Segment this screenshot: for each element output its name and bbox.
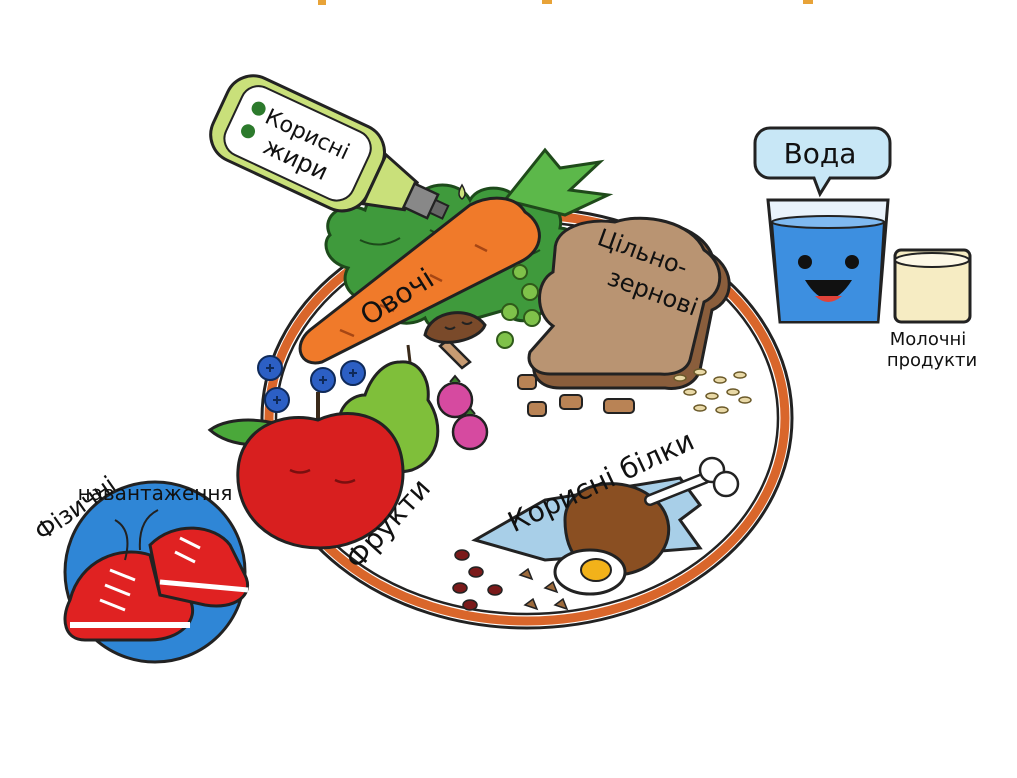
water-label: Вода — [784, 137, 857, 170]
egg-icon — [553, 548, 627, 596]
bread-icon: Цільно- зернові — [527, 216, 731, 390]
carrot-icon: Овочі — [298, 147, 614, 365]
milk-glass-icon — [893, 248, 972, 324]
blueberry-crowns — [266, 364, 357, 404]
raspberry-icon — [436, 374, 489, 451]
grains-icon — [673, 368, 752, 414]
nuts-icon — [517, 374, 635, 417]
water-speech-bubble: Вода — [753, 126, 892, 198]
seeds-icon — [518, 567, 569, 611]
peas-icon — [496, 264, 541, 349]
sneakers-icon — [63, 509, 249, 642]
beans-icon — [452, 549, 503, 611]
dairy-label-line2: продукти — [887, 350, 977, 371]
water-glass-icon — [766, 198, 890, 324]
activity-label-line2: навантаження — [78, 481, 233, 505]
dairy-label-line1: Молочні — [890, 329, 966, 350]
oil-drop — [458, 183, 466, 200]
mushroom-icon — [423, 311, 487, 370]
oil-bottle-icon: Корисні жири — [209, 74, 450, 220]
cropped-top-text — [318, 0, 813, 5]
